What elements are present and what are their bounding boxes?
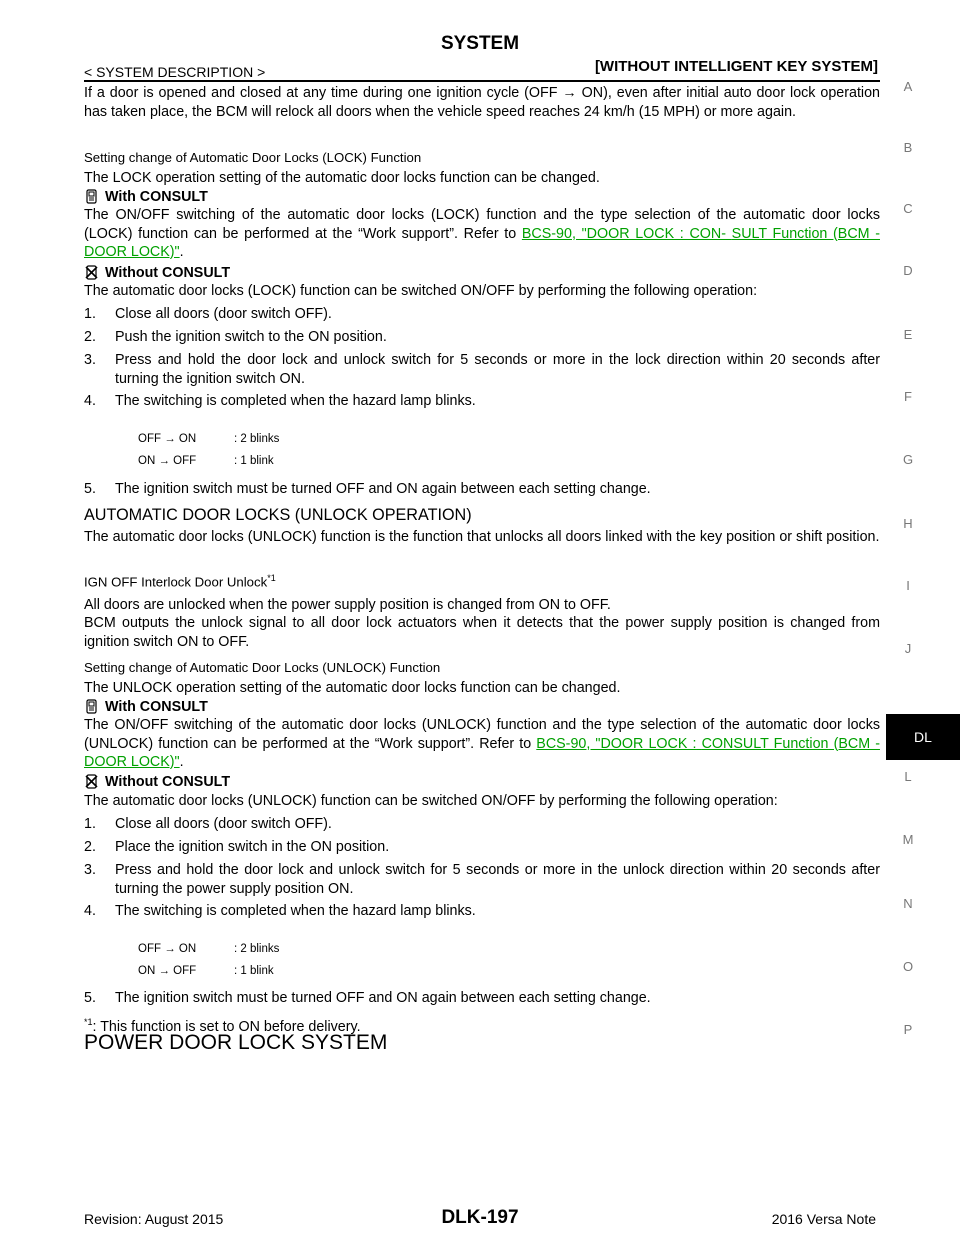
- margin-letter: C: [903, 201, 913, 216]
- margin-letter: J: [904, 641, 912, 656]
- lock-step: 5.The ignition switch must be turned OFF…: [84, 481, 651, 497]
- lock-setting-desc: The LOCK operation setting of the automa…: [84, 170, 600, 186]
- no-consult-icon: [85, 265, 98, 280]
- unlock-without-consult-label: Without CONSULT: [105, 774, 231, 790]
- lock-step: 4.The switching is completed when the ha…: [84, 393, 476, 409]
- margin-letter: A: [903, 79, 913, 94]
- unlock-with-consult-text: The ON/OFF switching of the automatic do…: [84, 717, 880, 752]
- page-title: SYSTEM: [440, 33, 520, 54]
- lock-consult-reference-link[interactable]: BCS-90, "DOOR LOCK : CON- SULT Function …: [84, 225, 880, 261]
- footnote: *1: This function is set to ON before de…: [84, 1017, 361, 1035]
- lock-with-consult-label-row: With CONSULT: [84, 188, 880, 207]
- footer-page-code: DLK-197: [441, 1207, 519, 1228]
- header-context: [WITHOUT INTELLIGENT KEY SYSTEM]: [594, 58, 878, 75]
- unlock-step: 5.The ignition switch must be turned OFF…: [84, 990, 651, 1006]
- margin-letter: D: [903, 263, 913, 278]
- margin-letter: M: [902, 832, 914, 847]
- lock-without-consult-label-row: Without CONSULT: [84, 264, 880, 283]
- unlock-step: 3.Press and hold the door lock and unloc…: [84, 862, 880, 897]
- margin-letter: L: [904, 769, 912, 784]
- unlock-step: 2.Place the ignition switch in the ON po…: [84, 839, 390, 855]
- lock-step: 1.Close all doors (door switch OFF).: [84, 306, 332, 322]
- margin-letter: O: [902, 959, 914, 974]
- header-rule: [84, 80, 880, 82]
- margin-letter: N: [903, 896, 913, 911]
- margin-letter: I: [906, 578, 910, 593]
- lock-blink-table: OFF → ON: 2 blinks ON → OFF: 1 blink: [138, 433, 280, 467]
- margin-letter: F: [904, 389, 912, 404]
- unlock-section-heading: AUTOMATIC DOOR LOCKS (UNLOCK OPERATION): [84, 506, 472, 524]
- unlock-consult-reference-link[interactable]: BCS-90, "DOOR LOCK : CONSULT Function (B…: [84, 735, 880, 771]
- footer-revision: Revision: August 2015: [84, 1211, 224, 1227]
- unlock-setting-heading: Setting change of Automatic Door Locks (…: [84, 660, 441, 675]
- lock-setting-heading: Setting change of Automatic Door Locks (…: [84, 150, 422, 165]
- ign-off-heading: IGN OFF Interlock Door Unlock*1: [84, 573, 276, 590]
- footer-model: 2016 Versa Note: [771, 1211, 876, 1227]
- lock-with-consult-label: With CONSULT: [105, 189, 208, 205]
- consult-device-icon: [86, 189, 97, 204]
- unlock-with-consult-label: With CONSULT: [105, 699, 208, 715]
- intro-paragraph: If a door is opened and closed at any ti…: [84, 85, 880, 120]
- ign-off-text-2: BCM outputs the unlock signal to all doo…: [84, 615, 880, 650]
- lock-with-consult-text: The ON/OFF switching of the automatic do…: [84, 207, 880, 242]
- consult-device-icon: [86, 699, 97, 714]
- unlock-without-consult-text: The automatic door locks (UNLOCK) functi…: [84, 793, 778, 809]
- margin-letter: P: [903, 1022, 913, 1037]
- lock-without-consult-text: The automatic door locks (LOCK) function…: [84, 283, 758, 299]
- unlock-without-consult-label-row: Without CONSULT: [84, 773, 880, 792]
- power-door-lock-heading: POWER DOOR LOCK SYSTEM: [84, 1031, 388, 1054]
- unlock-blink-table: OFF → ON: 2 blinks ON → OFF: 1 blink: [138, 943, 280, 977]
- ign-off-text-1: All doors are unlocked when the power su…: [84, 597, 611, 613]
- lock-step: 3.Press and hold the door lock and unloc…: [84, 352, 880, 387]
- unlock-setting-desc: The UNLOCK operation setting of the auto…: [84, 680, 621, 696]
- unlock-with-consult-label-row: With CONSULT: [84, 698, 880, 717]
- margin-letter: B: [903, 140, 913, 155]
- lock-with-consult-text-block: The ON/OFF switching of the automatic do…: [84, 207, 880, 261]
- unlock-step: 4.The switching is completed when the ha…: [84, 903, 476, 919]
- section-tab-dl[interactable]: DL: [886, 714, 960, 760]
- unlock-step: 1.Close all doors (door switch OFF).: [84, 816, 332, 832]
- unlock-with-consult-text-block: The ON/OFF switching of the automatic do…: [84, 717, 880, 771]
- margin-letter: H: [903, 516, 913, 531]
- unlock-section-desc: The automatic door locks (UNLOCK) functi…: [84, 529, 880, 545]
- lock-step: 2.Push the ignition switch to the ON pos…: [84, 329, 387, 345]
- lock-without-consult-label: Without CONSULT: [105, 265, 231, 281]
- margin-letter: E: [903, 327, 913, 342]
- no-consult-icon: [85, 774, 98, 789]
- breadcrumb: < SYSTEM DESCRIPTION >: [84, 64, 266, 80]
- margin-letter: G: [902, 452, 914, 467]
